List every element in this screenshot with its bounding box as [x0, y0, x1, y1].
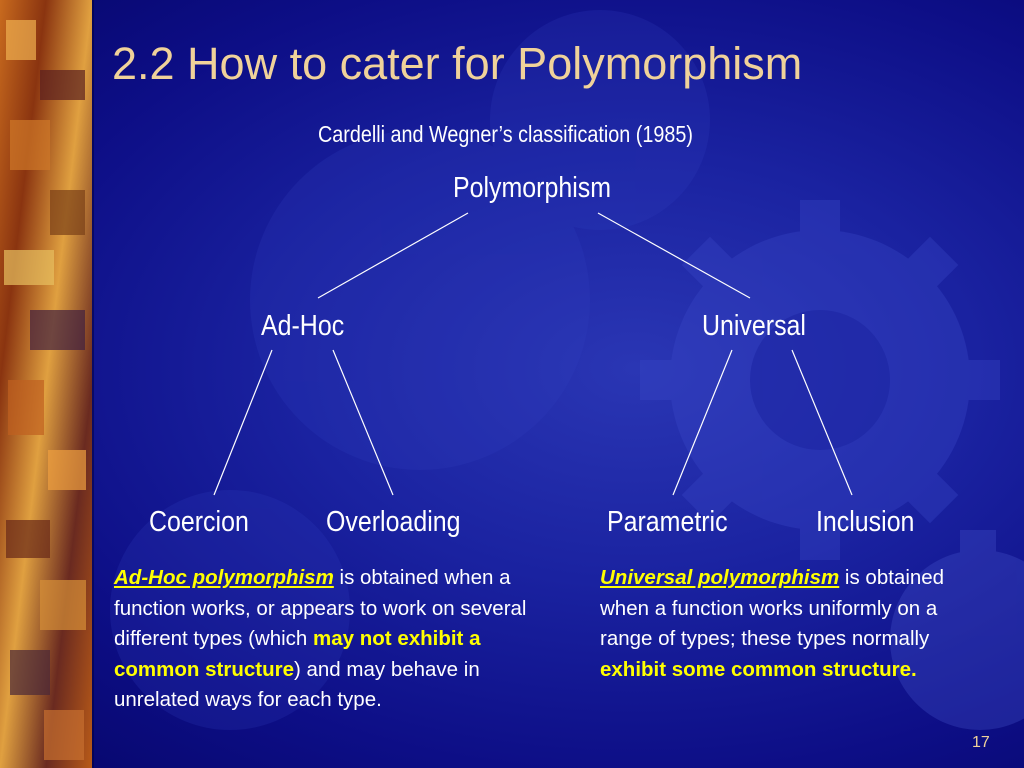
tree-leaf-coercion: Coercion [149, 506, 249, 538]
adhoc-text-2: ) and may behave in unrelated ways for e… [114, 657, 480, 712]
tree-leaf-overloading: Overloading [326, 506, 461, 538]
connector-universal-inclusion [791, 349, 853, 496]
gear-icon [890, 530, 1024, 730]
universal-text-1: is obtained when a function works unifor… [600, 566, 945, 650]
tree-leaf-inclusion: Inclusion [816, 506, 915, 538]
adhoc-text-1: is obtained when a function works, or ap… [114, 566, 527, 650]
universal-emphasis: exhibit some common structure. [600, 657, 917, 681]
tree-connectors [213, 212, 853, 496]
gear-icon [110, 10, 710, 730]
tree-root-node: Polymorphism [453, 172, 611, 204]
connector-adhoc-overloading [332, 349, 394, 496]
slide-title: 2.2 How to cater for Polymorphism [112, 38, 803, 89]
tree-node-universal: Universal [702, 310, 806, 342]
gear-hole [750, 310, 890, 450]
universal-term: Universal polymorphism [600, 566, 840, 589]
connector-root-universal [597, 212, 751, 299]
tree-leaf-parametric: Parametric [607, 506, 728, 538]
connector-adhoc-coercion [213, 349, 273, 496]
adhoc-description: Ad-Hoc polymorphism is obtained when a f… [114, 563, 534, 716]
left-strip-pattern [4, 20, 86, 760]
connector-universal-parametric [672, 349, 733, 496]
adhoc-emphasis: may not exhibit a common structure [114, 627, 481, 681]
connector-root-adhoc [317, 212, 469, 299]
universal-description: Universal polymorphism is obtained when … [600, 563, 970, 685]
tree-node-adhoc: Ad-Hoc [261, 310, 345, 342]
adhoc-term: Ad-Hoc polymorphism [114, 566, 334, 589]
page-number: 17 [972, 734, 990, 751]
slide-subtitle: Cardelli and Wegner’s classification (19… [318, 121, 693, 147]
